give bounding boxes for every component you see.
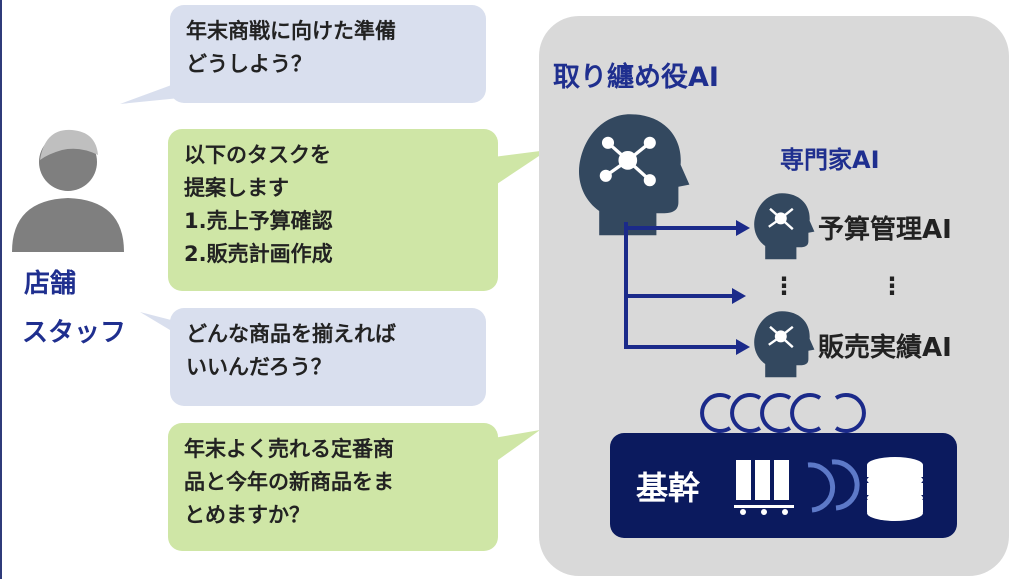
- sync-icon: [700, 393, 866, 433]
- chat-bubble-user-2: どんな商品を揃えれば いいんだろう？: [170, 308, 486, 406]
- sync-icon: [807, 459, 860, 513]
- expert-ai-title: 専門家AI: [780, 146, 880, 174]
- expert-budget-ai: 予算管理AI: [818, 215, 952, 245]
- chat-bubble-ai-2: 年末よく売れる定番商 品と今年の新商品をま とめますか？: [168, 423, 498, 551]
- server-icon: [734, 460, 794, 515]
- user-label-line2: スタッフ: [22, 318, 127, 348]
- database-icon: [867, 457, 923, 521]
- ai-head-icon-sales: [754, 311, 815, 378]
- left-border: [0, 0, 2, 579]
- core-system-label: 基幹: [636, 469, 701, 507]
- chat-bubble-ai-1: 以下のタスクを 提案します 1.売上予算確認 2.販売計画作成: [168, 129, 498, 291]
- expert-sales-ai: 販売実績AI: [818, 333, 952, 363]
- ellipsis-icon: ⋮: [772, 272, 796, 300]
- coordinator-ai-title: 取り纏め役AI: [553, 62, 719, 93]
- ellipsis-icon: ⋮: [880, 272, 904, 300]
- user-label-line1: 店舗: [24, 269, 77, 299]
- connector-lines: [624, 222, 736, 349]
- ai-head-icon-budget: [754, 193, 815, 260]
- arrow-heads: [732, 220, 750, 355]
- chat-bubble-user-1: 年末商戦に向けた準備 どうしよう？: [170, 5, 486, 103]
- ai-head-icon: [578, 114, 690, 236]
